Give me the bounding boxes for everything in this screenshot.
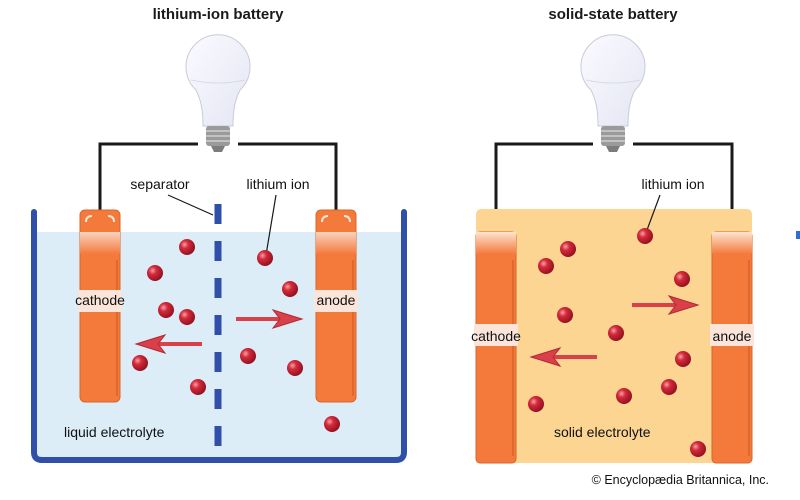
- separator-label: separator: [130, 176, 189, 192]
- left-cathode-electrode: [78, 209, 122, 403]
- lithium-ion: [675, 351, 691, 367]
- lithium-ion: [690, 441, 706, 457]
- separator-leader-line: [167, 194, 214, 216]
- left-title: lithium-ion battery: [153, 6, 284, 23]
- right-anode-label: anode: [713, 328, 752, 344]
- right-arrow-to-cathode-icon: [529, 347, 597, 367]
- lithium-ion: [282, 281, 298, 297]
- left-anode-label: anode: [317, 292, 356, 308]
- right-circuit-wire: [494, 142, 734, 212]
- lithium-ion: [324, 416, 340, 432]
- left-circuit-wire: [98, 142, 338, 212]
- left-lithium-ion-leader: [265, 194, 277, 256]
- lithium-ion: [528, 396, 544, 412]
- lithium-ion: [190, 379, 206, 395]
- left-arrow-to-anode-icon: [236, 309, 304, 329]
- edge-marker: [796, 231, 800, 239]
- electrolyte-container: [31, 209, 407, 463]
- lithium-ion: [637, 228, 653, 244]
- lithium-ion: [616, 388, 632, 404]
- left-lithium-ion-label: lithium ion: [246, 176, 309, 192]
- lithium-ion: [674, 271, 690, 287]
- lithium-ion: [557, 307, 573, 323]
- right-lithium-ions: [528, 228, 706, 457]
- right-anode-electrode: [710, 231, 754, 464]
- right-cathode-label: cathode: [471, 328, 521, 344]
- right-cathode-electrode: [474, 231, 518, 464]
- right-arrow-to-anode-icon: [632, 295, 700, 315]
- lithium-ion: [257, 250, 273, 266]
- lithium-ion: [179, 239, 195, 255]
- copyright-credit: © Encyclopædia Britannica, Inc.: [592, 473, 769, 487]
- left-arrow-to-cathode-icon: [134, 334, 202, 354]
- left-light-bulb-icon: [185, 34, 251, 153]
- right-title: solid-state battery: [548, 6, 678, 23]
- lithium-ion: [608, 325, 624, 341]
- lithium-ion: [147, 265, 163, 281]
- lithium-ion: [661, 379, 677, 395]
- lithium-ion: [132, 355, 148, 371]
- lithium-ion: [538, 258, 554, 274]
- right-lithium-ion-label: lithium ion: [641, 176, 704, 192]
- lithium-ion: [287, 360, 303, 376]
- left-lithium-ions: [132, 239, 340, 432]
- right-light-bulb-icon: [580, 34, 646, 153]
- solid-electrolyte-label: solid electrolyte: [554, 424, 651, 440]
- lithium-ion: [158, 302, 174, 318]
- left-anode-electrode: [314, 209, 358, 403]
- liquid-electrolyte-label: liquid electrolyte: [64, 424, 165, 440]
- lithium-ion: [560, 241, 576, 257]
- right-lithium-ion-leader: [646, 194, 661, 231]
- lithium-ion: [179, 309, 195, 325]
- left-cathode-label: cathode: [75, 292, 125, 308]
- lithium-ion: [240, 348, 256, 364]
